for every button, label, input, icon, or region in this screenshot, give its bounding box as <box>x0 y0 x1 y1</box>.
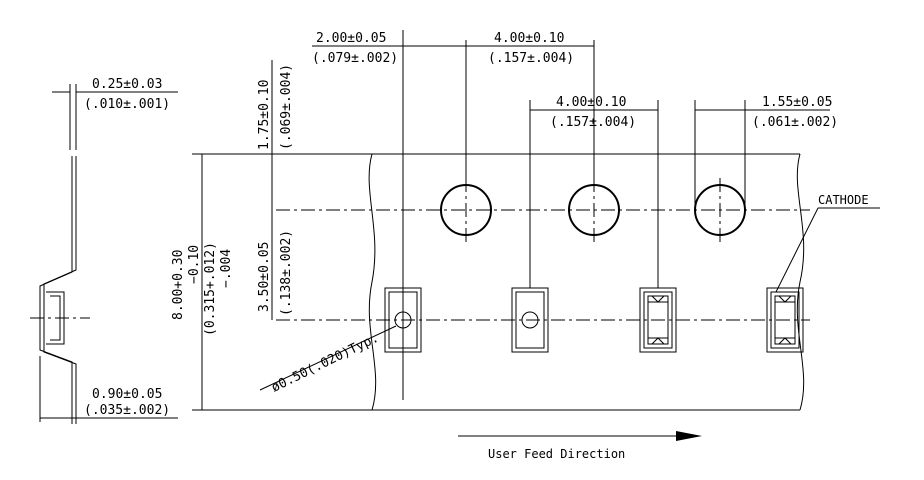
top-dimensions <box>264 40 830 320</box>
pitch-small-in: (.079±.002) <box>312 51 398 66</box>
edge-to-hole-in: (.069±.004) <box>279 64 294 150</box>
pitch-small-mm: 2.00±0.05 <box>316 31 386 46</box>
pocket-depth-in: (.035±.002) <box>84 403 170 418</box>
tape-width-mm: 8.00+0.30 <box>171 250 186 320</box>
hole-leader <box>259 325 397 391</box>
pocket-pitch-in: (.157±.004) <box>550 115 636 130</box>
pocket-with-component <box>766 287 804 353</box>
hole-dia-in: (.061±.002) <box>752 115 838 130</box>
hole-dia-mm: 1.55±0.05 <box>762 95 832 110</box>
cathode-leader <box>775 207 880 293</box>
thickness-in: (.010±.001) <box>84 97 170 112</box>
cathode-label: CATHODE <box>818 193 869 207</box>
tape-side-profile <box>30 84 178 424</box>
hole-to-pocket-in: (.138±.002) <box>279 230 294 316</box>
tape-width-mm-minus: −0.10 <box>187 245 202 284</box>
pocket-hole-label: ø0.50(.020)Typ. <box>269 331 381 396</box>
hole-to-pocket-mm: 3.50±0.05 <box>257 242 272 312</box>
feed-direction-label: User Feed Direction <box>488 447 625 461</box>
tape-top-view <box>276 30 810 411</box>
pocket-pitch-mm: 4.00±0.10 <box>556 95 626 110</box>
sprocket-pitch-in: (.157±.004) <box>488 51 574 66</box>
tape-width-in-minus: −.004 <box>219 249 234 288</box>
edge-to-hole-mm: 1.75±0.10 <box>257 80 272 150</box>
feed-direction-arrow <box>458 431 702 441</box>
thickness-mm: 0.25±0.03 <box>92 77 162 92</box>
sprocket-pitch-mm: 4.00±0.10 <box>494 31 564 46</box>
pocket-depth-mm: 0.90±0.05 <box>92 387 162 402</box>
tape-width-in: (0.315+.012) <box>203 242 218 336</box>
